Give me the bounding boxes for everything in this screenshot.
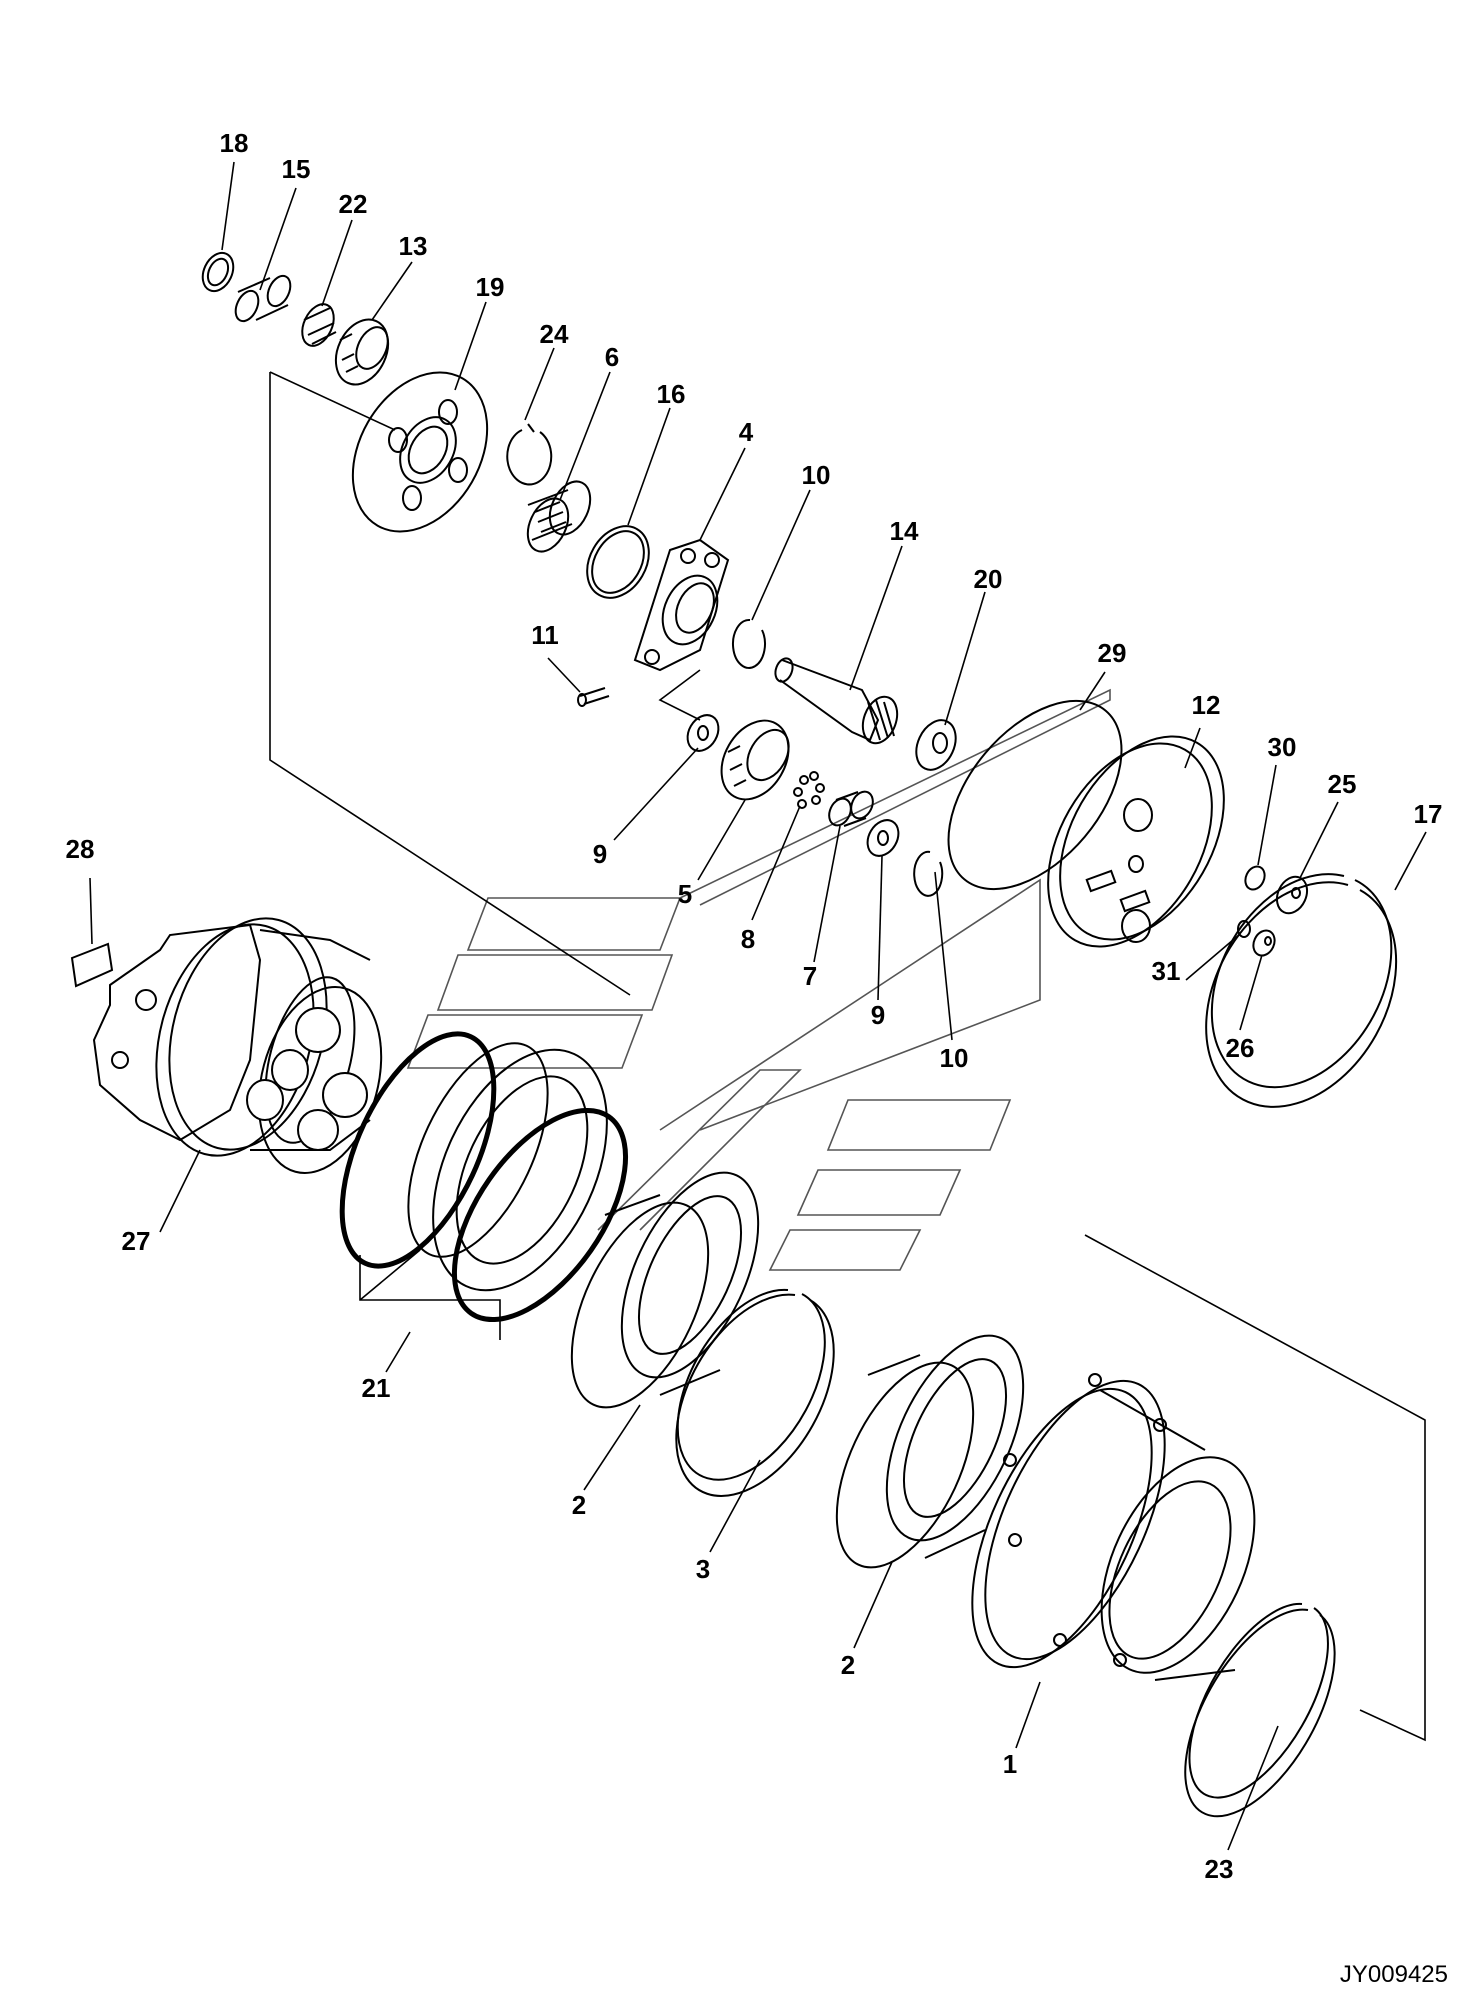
- callout-15: 15: [282, 154, 311, 184]
- part-15-sleeve: [234, 274, 292, 323]
- callout-labels: 18 15 22 13 19 24 6 16 4 10 14 20 11 29 …: [66, 128, 1443, 1884]
- callout-13: 13: [399, 231, 428, 261]
- part-2-bearing-upper: [570, 1171, 760, 1409]
- part-1-hub-housing: [971, 1373, 1256, 1681]
- part-14-shaft: [774, 657, 899, 745]
- callout-18: 18: [220, 128, 249, 158]
- part-27-motor-housing: [92, 917, 383, 1174]
- part-13-gear: [334, 318, 390, 386]
- part-3-snap-ring: [675, 1288, 835, 1497]
- callout-27: 27: [122, 1226, 151, 1256]
- part-5-gear: [720, 719, 790, 801]
- callout-19: 19: [476, 272, 505, 302]
- part-9-washer-upper: [686, 714, 720, 752]
- part-23-retaining-ring: [1184, 1602, 1336, 1818]
- part-8-needle-rollers: [793, 771, 825, 809]
- part-30-o-ring: [1244, 865, 1266, 891]
- part-29-o-ring: [947, 699, 1123, 891]
- part-9-washer-lower: [866, 819, 900, 857]
- callout-23: 23: [1205, 1854, 1234, 1884]
- callout-14: 14: [890, 516, 919, 546]
- part-16-ring: [586, 525, 650, 599]
- part-7-bushing: [828, 790, 874, 827]
- part-11-pin: [577, 687, 610, 707]
- part-6-bearing: [526, 480, 592, 553]
- callout-2-lower: 2: [841, 1650, 855, 1680]
- part-12-cover: [1047, 735, 1225, 948]
- callout-28: 28: [66, 834, 95, 864]
- callout-29: 29: [1098, 638, 1127, 668]
- drawing-id: JY009425: [1340, 1961, 1448, 1988]
- assembly-guide-lines: [269, 371, 1426, 1742]
- callout-25: 25: [1328, 769, 1357, 799]
- part-28-name-plate: [70, 942, 114, 988]
- part-10-circlip-lower: [913, 850, 944, 897]
- callout-9-lower: 9: [871, 1000, 885, 1030]
- part-18-snap-ring: [201, 251, 235, 293]
- callout-30: 30: [1268, 732, 1297, 762]
- callout-16: 16: [657, 379, 686, 409]
- callout-11: 11: [531, 620, 559, 650]
- part-24-circlip: [506, 423, 553, 486]
- callout-6: 6: [605, 342, 619, 372]
- part-19-carrier-plate: [351, 371, 489, 533]
- callout-22: 22: [339, 189, 368, 219]
- callout-24: 24: [540, 319, 569, 349]
- callout-10-upper: 10: [802, 460, 831, 490]
- callout-7: 7: [803, 961, 817, 991]
- callout-2-upper: 2: [572, 1490, 586, 1520]
- callout-20: 20: [974, 564, 1003, 594]
- callout-12: 12: [1192, 690, 1221, 720]
- watermark-logo: [406, 688, 1111, 1271]
- part-21-brake-assembly: [339, 1031, 629, 1323]
- part-10-circlip-upper: [732, 618, 766, 669]
- part-2-bearing-lower: [835, 1334, 1025, 1569]
- part-22-needle-bearing: [301, 303, 337, 347]
- callout-1: 1: [1003, 1749, 1017, 1779]
- part-25-plug: [1275, 875, 1309, 915]
- callout-8: 8: [741, 924, 755, 954]
- part-20-washer: [915, 719, 957, 771]
- callout-leaders: [89, 161, 1427, 1851]
- callout-26: 26: [1226, 1033, 1255, 1063]
- callout-21: 21: [362, 1373, 391, 1403]
- part-31-ring: [1237, 920, 1251, 938]
- callout-3: 3: [696, 1554, 710, 1584]
- callout-10-lower: 10: [940, 1043, 969, 1073]
- callout-4: 4: [739, 417, 754, 447]
- part-26-plug: [1252, 929, 1276, 957]
- callout-31: 31: [1152, 956, 1181, 986]
- callout-9-upper: 9: [593, 839, 607, 869]
- callout-17: 17: [1414, 799, 1443, 829]
- callout-5: 5: [678, 879, 692, 909]
- part-17-retaining-ring: [1205, 873, 1398, 1108]
